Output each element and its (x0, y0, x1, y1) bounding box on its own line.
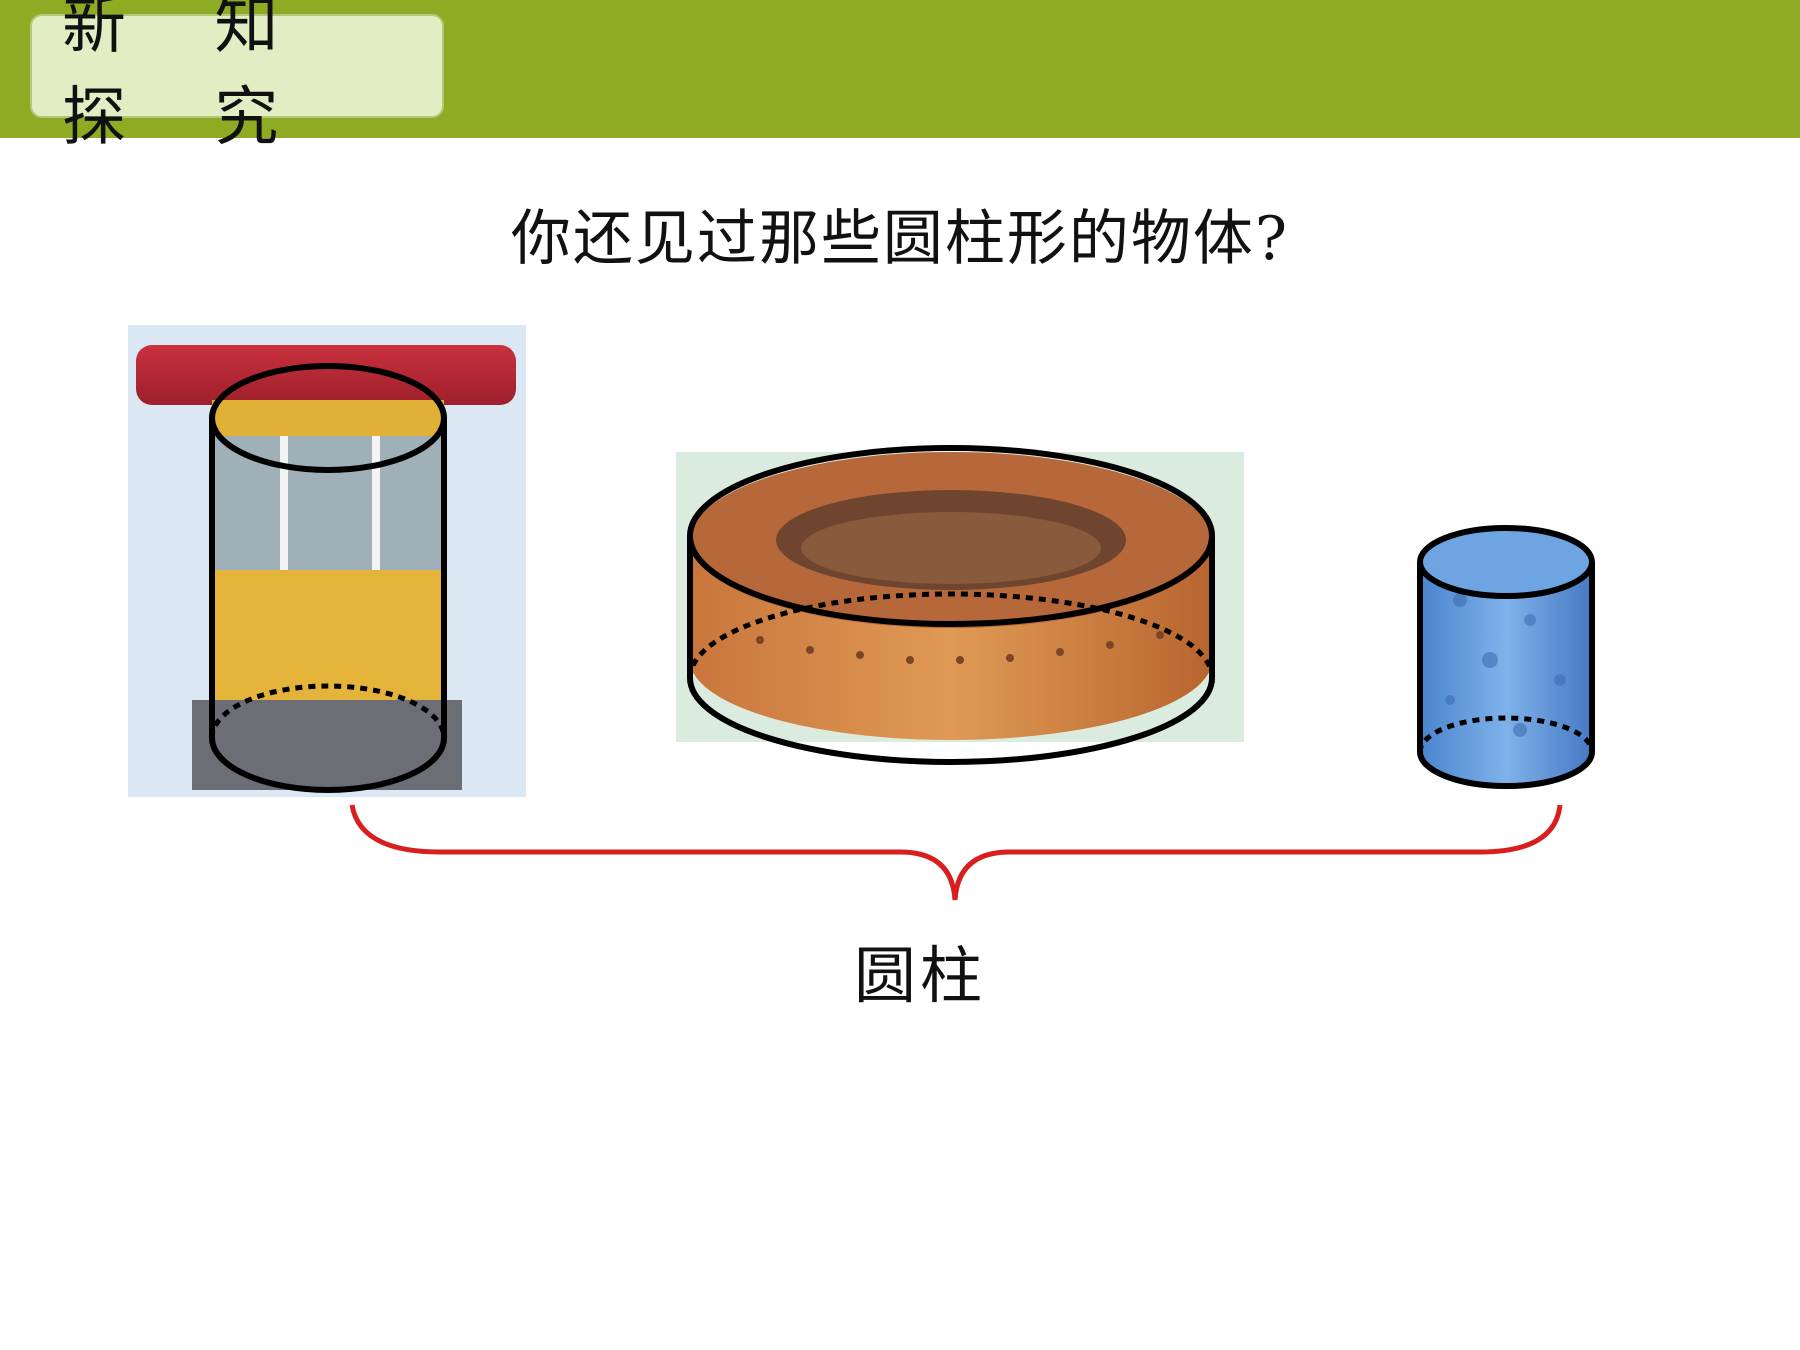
grouping-brace (349, 804, 1563, 901)
round-building-figure (676, 445, 1244, 765)
blue-cylinder-figure (1417, 525, 1595, 789)
booth-roof (136, 345, 516, 405)
caption-label: 圆柱 (853, 939, 986, 1012)
booth-base (192, 700, 462, 790)
booth-yellow-wall (212, 570, 444, 700)
guard-booth-figure (128, 325, 526, 797)
question-text: 你还见过那些圆柱形的物体? (510, 204, 1290, 274)
blue-cylinder-body (1420, 560, 1592, 789)
